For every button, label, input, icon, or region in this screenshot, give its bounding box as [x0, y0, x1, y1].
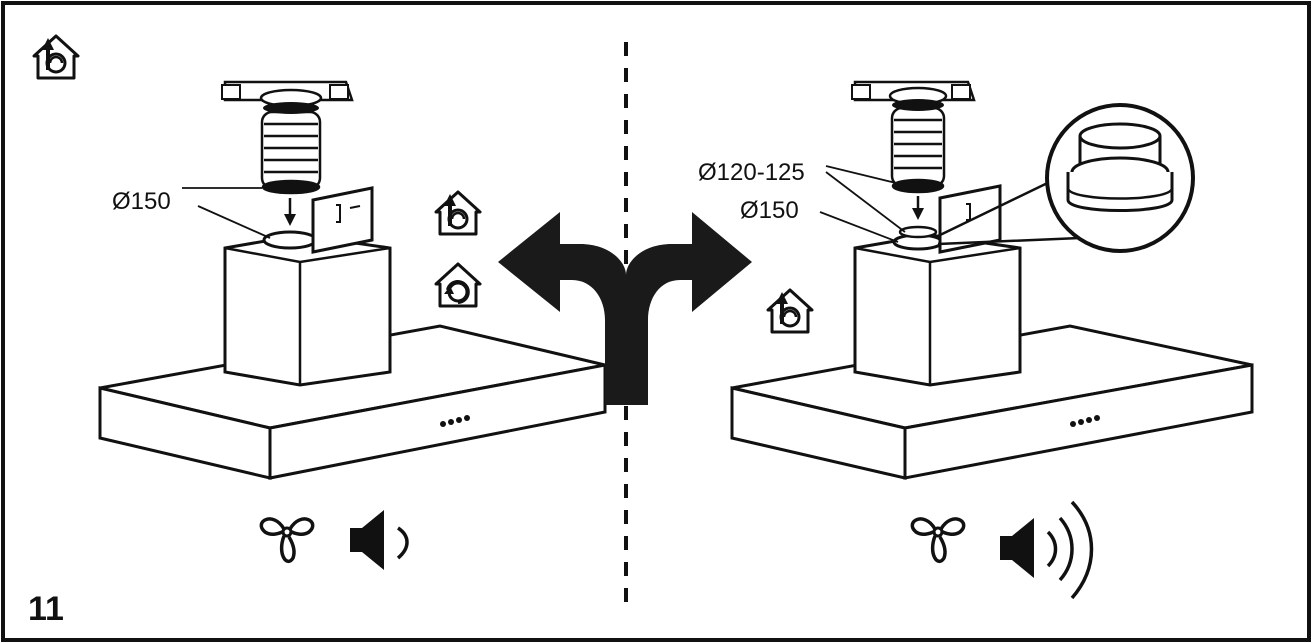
right-label-leader-1 — [825, 165, 901, 185]
left-hood-illustration — [98, 80, 607, 480]
right-adapter-diameter-label: Ø120-125 — [698, 159, 805, 186]
right-duct-diameter-label: Ø150 — [740, 197, 799, 224]
left-duct-diameter-label: Ø150 — [112, 188, 171, 215]
choice-arrow — [498, 212, 752, 405]
right-hood-illustration — [730, 80, 1254, 480]
sound-wave-small — [396, 526, 409, 560]
sound-waves-large — [1046, 500, 1094, 600]
detail-callout-circle — [937, 103, 1195, 253]
left-label-leader-2 — [197, 205, 271, 239]
right-label-leader-2 — [825, 171, 906, 233]
step-number: 11 — [28, 590, 64, 628]
right-label-leader-3 — [819, 211, 899, 243]
